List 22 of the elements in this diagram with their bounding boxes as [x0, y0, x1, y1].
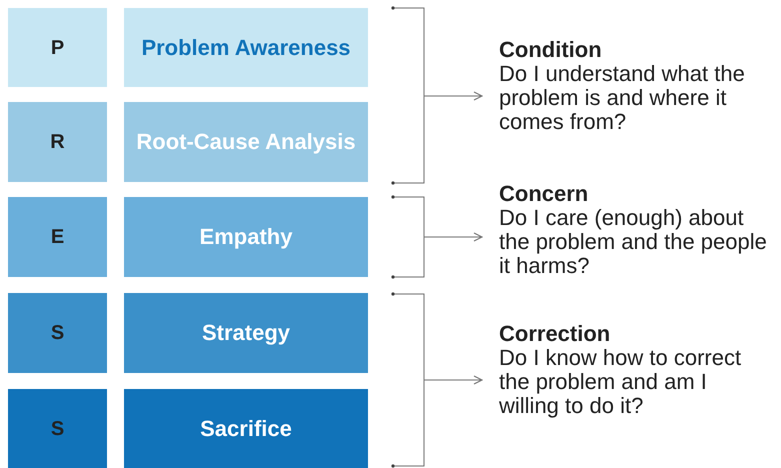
- bracket: [391, 6, 424, 185]
- stage-box: Sacrifice: [124, 389, 368, 468]
- letter-box: P: [8, 8, 107, 87]
- heading: Concern: [499, 182, 590, 206]
- letter-box: E: [8, 197, 107, 277]
- heading: Condition: [499, 38, 603, 62]
- stage-box: Empathy: [124, 197, 368, 277]
- stage-box: Problem Awareness: [124, 8, 368, 87]
- letter-box: S: [8, 293, 107, 373]
- arrow: [424, 232, 483, 242]
- letter-box: S: [8, 389, 107, 468]
- bracket: [391, 195, 424, 279]
- letter-box: R: [8, 102, 107, 182]
- stage-box: Strategy: [124, 293, 368, 373]
- question-text: Do I know how to correct the problem and am I willing to do it?: [499, 346, 742, 418]
- question-text: Do I understand what the problem is and where it comes from?: [499, 62, 746, 134]
- arrow: [424, 91, 483, 101]
- bracket: [391, 292, 424, 468]
- question-text: Do I care (enough) about the problem and the people it harms?: [499, 206, 768, 278]
- heading: Correction: [499, 322, 612, 346]
- stage-box: Root-Cause Analysis: [124, 102, 368, 182]
- arrow: [424, 375, 483, 385]
